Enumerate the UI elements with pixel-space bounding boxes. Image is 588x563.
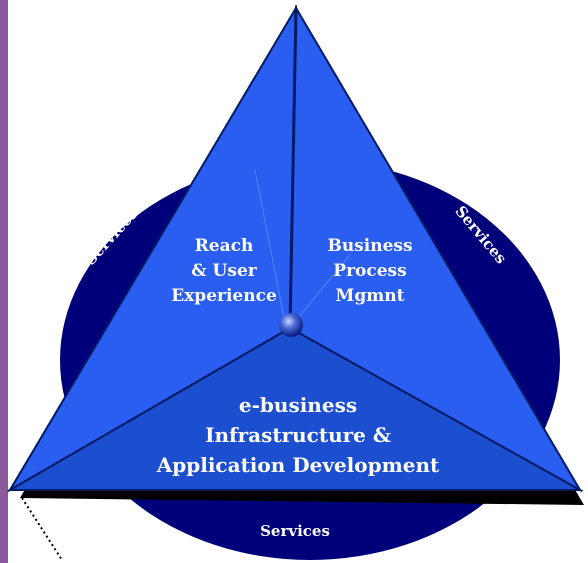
services-label-bottom: Services [260, 522, 330, 540]
facet-right-line-2: Process [333, 261, 406, 281]
ridge-line [288, 7, 298, 329]
facet-bottom-line-1: e-business [239, 393, 357, 417]
facet-left-line-2: & User [191, 261, 257, 281]
dotted-pointer-line [21, 497, 63, 561]
facet-right-line-1: Business [327, 236, 412, 256]
light-beam-right [297, 254, 351, 319]
facet-bottom-line-3: Application Development [156, 453, 440, 477]
facet-left-line-3: Experience [171, 286, 277, 306]
light-beam-left [254, 169, 285, 319]
face-bottom [6, 326, 584, 491]
center-sphere [279, 313, 303, 337]
facet-right-line-3: Mgmnt [336, 286, 405, 306]
facet-left-line-1: Reach [195, 236, 254, 256]
left-accent-bar [0, 0, 8, 563]
facet-bottom-line-2: Infrastructure & [205, 423, 391, 447]
